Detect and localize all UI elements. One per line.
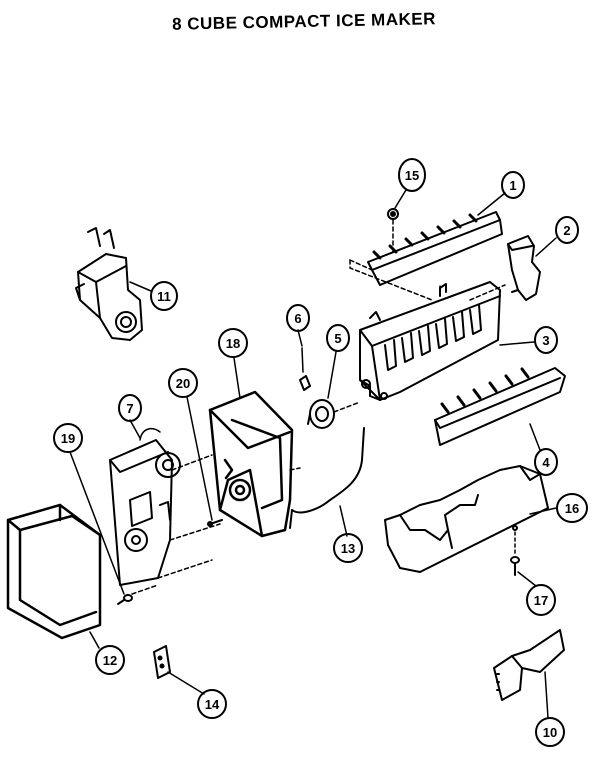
callout-10: 10 bbox=[535, 717, 565, 747]
svg-text:19: 19 bbox=[61, 431, 75, 446]
part-stripper bbox=[434, 367, 566, 446]
callout-14: 14 bbox=[197, 689, 227, 719]
part-wire-harness bbox=[289, 427, 365, 529]
callout-1: 1 bbox=[501, 171, 525, 199]
svg-text:1: 1 bbox=[509, 178, 516, 193]
svg-text:13: 13 bbox=[341, 541, 355, 556]
svg-text:14: 14 bbox=[205, 697, 220, 712]
part-cover bbox=[507, 235, 541, 301]
part-switch bbox=[153, 645, 171, 679]
callout-4: 4 bbox=[534, 448, 558, 476]
part-water-valve bbox=[75, 227, 143, 341]
svg-text:2: 2 bbox=[563, 223, 570, 238]
part-front-cover bbox=[6, 503, 102, 640]
callout-19: 19 bbox=[53, 423, 83, 453]
part-bearing bbox=[387, 208, 399, 220]
svg-text:11: 11 bbox=[157, 289, 171, 304]
part-connector bbox=[493, 629, 565, 701]
part-mounting-plate bbox=[384, 465, 549, 573]
svg-text:10: 10 bbox=[543, 725, 557, 740]
callout-17: 17 bbox=[526, 584, 556, 616]
callout-6: 6 bbox=[286, 304, 310, 332]
svg-text:15: 15 bbox=[405, 168, 419, 183]
callout-20: 20 bbox=[168, 368, 198, 398]
svg-text:3: 3 bbox=[542, 333, 549, 348]
callout-2: 2 bbox=[555, 216, 579, 244]
svg-text:20: 20 bbox=[176, 376, 190, 391]
callout-5: 5 bbox=[326, 324, 350, 352]
part-housing bbox=[208, 390, 294, 538]
callout-15: 15 bbox=[398, 158, 426, 192]
callout-12: 12 bbox=[95, 645, 125, 675]
part-screw bbox=[510, 556, 520, 576]
part-mold bbox=[359, 281, 501, 401]
svg-text:7: 7 bbox=[126, 401, 133, 416]
svg-text:6: 6 bbox=[294, 311, 301, 326]
callout-7: 7 bbox=[118, 394, 142, 422]
part-screw-20 bbox=[207, 519, 223, 527]
callouts: 1 2 3 4 5 6 7 10 11 12 13 14 bbox=[53, 158, 588, 747]
svg-text:16: 16 bbox=[565, 501, 579, 516]
part-screw-19 bbox=[117, 594, 133, 605]
part-clip bbox=[299, 375, 311, 391]
part-motor-assembly bbox=[109, 439, 181, 586]
part-ejector-blade bbox=[367, 211, 503, 286]
callout-18: 18 bbox=[218, 328, 248, 358]
callout-11: 11 bbox=[150, 281, 178, 311]
svg-text:17: 17 bbox=[534, 593, 548, 608]
callout-16: 16 bbox=[556, 493, 588, 523]
leader-lines bbox=[69, 189, 557, 719]
svg-text:4: 4 bbox=[542, 455, 550, 470]
svg-text:18: 18 bbox=[226, 336, 240, 351]
svg-text:5: 5 bbox=[334, 331, 341, 346]
svg-text:12: 12 bbox=[103, 653, 117, 668]
callout-3: 3 bbox=[534, 326, 558, 354]
callout-13: 13 bbox=[333, 533, 363, 563]
part-thermostat bbox=[307, 399, 335, 429]
